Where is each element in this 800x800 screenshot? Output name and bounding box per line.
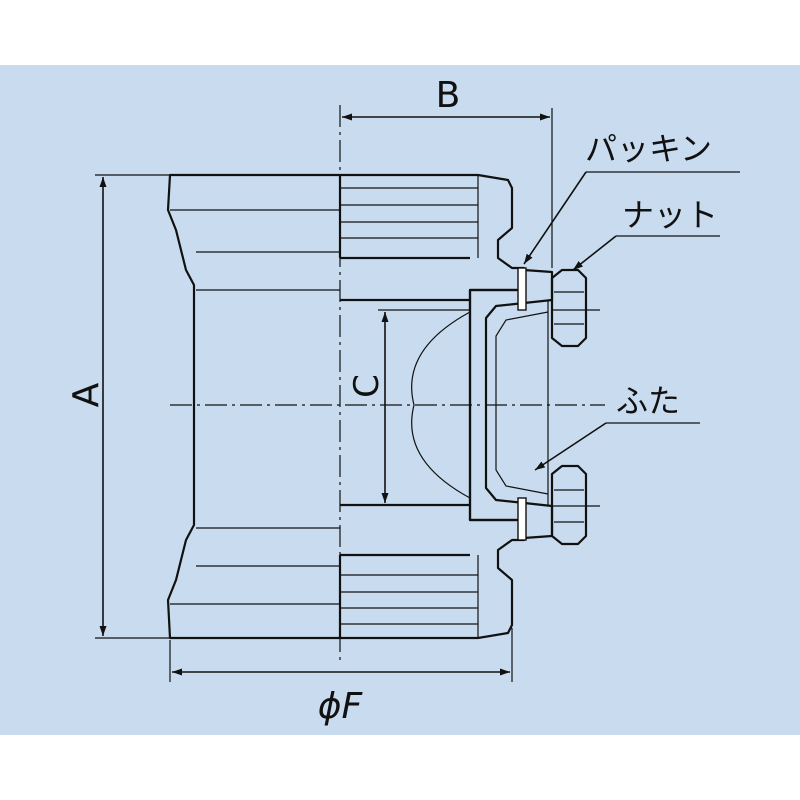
background-panel: [0, 65, 800, 735]
fitting-body: [166, 173, 526, 640]
callout-gasket-label: パッキン: [585, 130, 712, 168]
dimension-a-label: A: [66, 382, 107, 407]
dimension-a: A: [66, 174, 170, 639]
callout-cover: ふた: [534, 382, 700, 471]
dimension-c-label: C: [347, 374, 387, 398]
gasket: [517, 267, 527, 311]
nut-lower: [550, 464, 600, 546]
dimension-f-label: ϕF: [318, 686, 364, 727]
callout-nut-label: ナット: [622, 196, 718, 234]
dimension-c: C: [347, 309, 470, 506]
dimension-f: ϕF: [169, 628, 513, 727]
callout-nut: ナット: [572, 196, 720, 271]
callout-cover-label: ふた: [616, 382, 680, 420]
dimension-b-label: B: [436, 75, 461, 116]
callout-gasket: パッキン: [523, 130, 740, 265]
nut-upper: [550, 268, 600, 348]
dimension-b: B: [342, 75, 553, 268]
